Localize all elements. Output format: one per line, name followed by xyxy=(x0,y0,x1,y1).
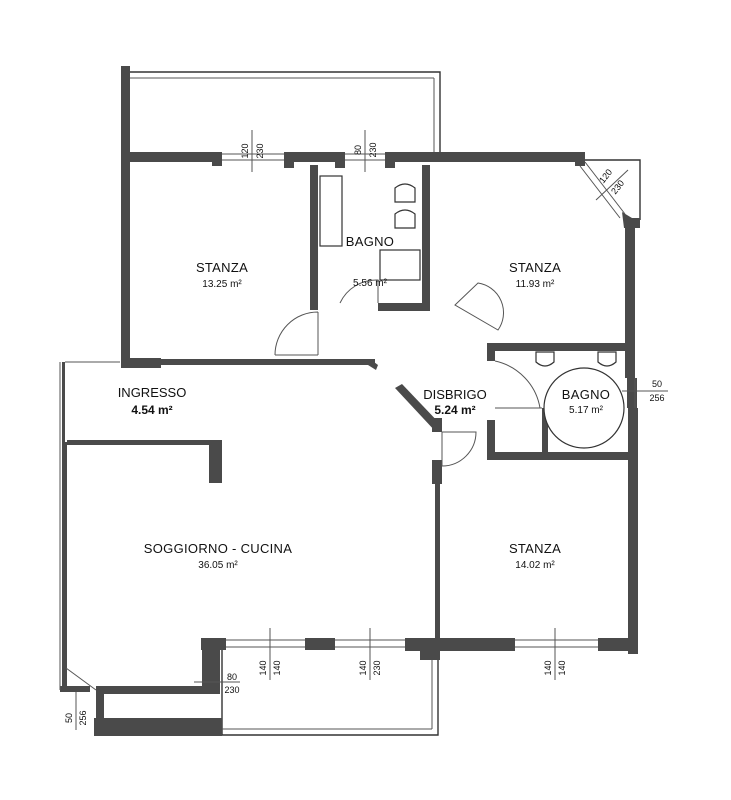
room-label-disbrigo: DISBRIGO 5.24 m² xyxy=(423,387,487,417)
dimension-window-stanza-1: 120 230 xyxy=(240,130,265,172)
dimension-top: 120 xyxy=(240,143,250,158)
dimension-bottom: 230 xyxy=(224,685,239,695)
dimension-top: 120 xyxy=(597,167,614,185)
dimension-window-soggiorno-2: 140 230 xyxy=(358,628,382,680)
dimension-bottom: 230 xyxy=(609,178,626,196)
room-label-stanza-3: STANZA 14.02 m² xyxy=(509,541,561,571)
room-name: DISBRIGO xyxy=(423,387,487,402)
room-name: STANZA xyxy=(196,260,248,275)
dimension-window-soggiorno-1: 140 140 xyxy=(258,628,282,680)
dimension-window-soggiorno-corner: 80 230 xyxy=(194,672,240,695)
room-label-bagno-2: BAGNO 5.17 m² xyxy=(562,387,610,416)
room-area: 36.05 m² xyxy=(198,560,238,571)
toilet xyxy=(535,351,555,367)
dimension-bottom: 256 xyxy=(78,710,88,725)
dimension-window-stanza-2: 120 230 xyxy=(595,167,629,201)
dimension-top: 50 xyxy=(64,713,74,723)
dimension-top: 140 xyxy=(358,660,368,675)
dimension-bottom: 140 xyxy=(272,660,282,675)
bidet xyxy=(597,351,617,367)
sink xyxy=(379,249,421,281)
shower xyxy=(543,367,625,449)
bagno-1-fixtures xyxy=(319,175,421,281)
dimension-window-bagno-2: 50 256 xyxy=(622,379,668,403)
dimension-top: 80 xyxy=(227,672,237,682)
room-area: 5.56 m² xyxy=(353,278,388,289)
room-label-stanza-1: STANZA 13.25 m² xyxy=(196,260,248,290)
bidet xyxy=(394,209,416,229)
room-name: SOGGIORNO - CUCINA xyxy=(144,541,292,556)
balcony-corner-ne xyxy=(585,159,641,220)
room-label-soggiorno: SOGGIORNO - CUCINA 36.05 m² xyxy=(144,541,292,571)
bagno-2-fixtures xyxy=(535,351,625,449)
room-area: 11.93 m² xyxy=(516,279,555,290)
toilet xyxy=(394,183,416,203)
dimension-window-soggiorno-left: 50 256 xyxy=(64,692,88,730)
room-area: 5.17 m² xyxy=(569,405,604,416)
dimension-bottom: 230 xyxy=(255,143,265,158)
room-area: 5.24 m² xyxy=(434,403,475,417)
dimension-bottom: 256 xyxy=(649,393,664,403)
dimension-top: 80 xyxy=(353,145,363,155)
dimension-bottom: 140 xyxy=(557,660,567,675)
room-name: STANZA xyxy=(509,541,561,556)
room-name: BAGNO xyxy=(562,387,610,402)
room-label-stanza-2: STANZA 11.93 m² xyxy=(509,260,561,290)
dimension-window-stanza-3: 140 140 xyxy=(543,628,567,680)
dimension-bottom: 230 xyxy=(372,660,382,675)
dimension-top: 140 xyxy=(543,660,553,675)
room-label-ingresso: INGRESSO 4.54 m² xyxy=(118,385,187,417)
dimension-bottom: 230 xyxy=(368,142,378,157)
room-area: 14.02 m² xyxy=(515,560,555,571)
dimension-window-bagno-1: 80 230 xyxy=(353,130,378,172)
room-name: STANZA xyxy=(509,260,561,275)
dimension-top: 50 xyxy=(652,379,662,389)
room-name: INGRESSO xyxy=(118,385,187,400)
room-area: 4.54 m² xyxy=(131,403,172,417)
windows xyxy=(59,153,636,691)
room-area: 13.25 m² xyxy=(202,279,242,290)
doors xyxy=(274,279,542,467)
dimension-top: 140 xyxy=(258,660,268,675)
walls xyxy=(60,66,640,736)
balcony-bottom xyxy=(221,648,439,736)
bathtub xyxy=(319,175,343,247)
room-name: BAGNO xyxy=(346,234,394,249)
balcony-top xyxy=(129,71,441,160)
room-label-bagno-1: BAGNO 5.56 m² xyxy=(346,234,394,289)
